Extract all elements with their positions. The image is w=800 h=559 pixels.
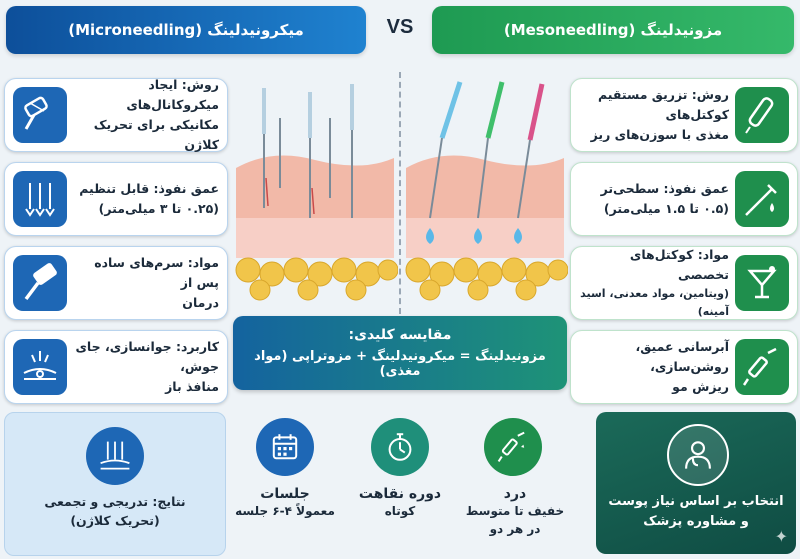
syringe-icon <box>735 339 789 395</box>
sessions-title: جلسات <box>260 486 310 502</box>
collagen-stimulation-icon <box>86 427 144 485</box>
microneedling-title: میکرونیدلینگ (Microneedling) <box>68 21 304 39</box>
sessions-subtitle: معمولاً ۴-۶ جلسه <box>235 504 335 518</box>
center-divider <box>399 72 401 314</box>
microneedling-skin-illustration <box>235 84 398 301</box>
micro-method-line1: روش: ایجاد میکروکانال‌های <box>126 77 219 112</box>
syringe-drop-icon <box>735 171 789 227</box>
meso-use-line1: آبرسانی عمیق، روشن‌سازی، <box>635 339 729 374</box>
consult-panel: انتخاب بر اساس نیاز پوست و مشاوره پزشک ✦ <box>596 412 796 554</box>
mesoneedling-title: مزونیدلینگ (Mesoneedling) <box>503 21 723 39</box>
meso-depth-line1: عمق نفوذ: سطحی‌تر <box>600 181 729 196</box>
stopwatch-icon <box>371 418 429 476</box>
vs-label: VS <box>386 16 414 38</box>
micro-method-line2: مکانیکی برای تحریک کلاژن <box>93 117 219 152</box>
sessions-block: جلسات معمولاً ۴-۶ جلسه <box>232 486 338 520</box>
pain-title: درد <box>503 486 527 502</box>
meso-method-line1: روش: تزریق مستقیم کوکتل‌های <box>597 87 729 122</box>
calendar-icon <box>256 418 314 476</box>
consult-line1: انتخاب بر اساس نیاز پوست <box>608 494 784 509</box>
results-line2: (تحریک کلاژن) <box>70 512 160 528</box>
key-comparison-box: مقایسه کلیدی: مزونیدلینگ = میکرونیدلینگ … <box>233 316 567 390</box>
micro-material-card: مواد: سرم‌های ساده پس از درمان <box>4 246 228 320</box>
derma-roller-icon <box>13 87 67 143</box>
skin-pores-icon <box>13 339 67 395</box>
mesoneedling-skin-illustration <box>405 81 568 301</box>
micro-method-card: روش: ایجاد میکروکانال‌های مکانیکی برای تح… <box>4 77 228 152</box>
recovery-block: دوره نقاهت کوتاه <box>346 486 454 520</box>
meso-material-line1: مواد: کوکتل‌های تخصصی <box>629 247 729 283</box>
micro-material-line1: مواد: سرم‌های ساده پس از <box>94 255 219 290</box>
key-comparison-formula: مزونیدلینگ = میکرونیدلینگ + مزوتراپی (مو… <box>254 349 546 379</box>
meso-use-card: آبرسانی عمیق، روشن‌سازی، ریزش مو <box>570 330 798 404</box>
meso-method-line2: مغذی با سوزن‌های ریز <box>590 127 729 142</box>
pain-subtitle-2: در هر دو <box>489 522 541 536</box>
sparkle-icon: ✦ <box>774 527 788 546</box>
consult-line2: و مشاوره پزشک <box>643 513 749 529</box>
recovery-title: دوره نقاهت <box>358 486 442 502</box>
micro-use-line2: منافذ باز <box>165 379 219 394</box>
needles-icon <box>13 171 67 227</box>
microneedling-header: میکرونیدلینگ (Microneedling) <box>6 6 366 54</box>
key-comparison-title: مقایسه کلیدی: <box>348 327 452 343</box>
recovery-subtitle: کوتاه <box>384 504 416 518</box>
pain-subtitle-1: خفیف تا متوسط <box>465 504 565 518</box>
micro-depth-line1: عمق نفوذ: قابل تنظیم <box>79 181 219 196</box>
micro-depth-card: عمق نفوذ: قابل تنظیم (۰.۲۵ تا ۳ میلی‌متر) <box>4 162 228 236</box>
meso-depth-line2: (۰.۵ تا ۱.۵ میلی‌متر) <box>603 201 729 216</box>
meso-depth-card: عمق نفوذ: سطحی‌تر (۰.۵ تا ۱.۵ میلی‌متر) <box>570 162 798 236</box>
micro-use-line1: کاربرد: جوانسازی، جای جوش، <box>75 339 219 374</box>
pen-device-icon <box>735 87 789 143</box>
results-text: نتایج: تدریجی و تجمعی (تحریک کلاژن) <box>11 493 219 531</box>
doctor-icon <box>667 424 729 486</box>
micro-material-line2: درمان <box>182 295 219 310</box>
mesoneedling-header: مزونیدلینگ (Mesoneedling) <box>432 6 794 54</box>
meso-material-line2: (ویتامین، مواد معدنی، اسید آمینه) <box>580 287 729 318</box>
cocktail-glass-icon <box>735 255 789 311</box>
results-panel: نتایج: تدریجی و تجمعی (تحریک کلاژن) <box>4 412 226 556</box>
pain-block: درد خفیف تا متوسط در هر دو <box>460 486 570 538</box>
micro-use-card: کاربرد: جوانسازی، جای جوش، منافذ باز <box>4 330 228 404</box>
pain-syringe-icon <box>484 418 542 476</box>
results-line1: نتایج: تدریجی و تجمعی <box>44 494 186 509</box>
roller-icon <box>13 255 67 311</box>
meso-method-card: روش: تزریق مستقیم کوکتل‌های مغذی با سوزن‌… <box>570 78 798 152</box>
consult-text: انتخاب بر اساس نیاز پوست و مشاوره پزشک <box>600 492 792 531</box>
micro-depth-line2: (۰.۲۵ تا ۳ میلی‌متر) <box>98 201 219 216</box>
meso-material-card: مواد: کوکتل‌های تخصصی (ویتامین، مواد معدن… <box>570 246 798 320</box>
meso-use-line2: ریزش مو <box>672 379 729 394</box>
